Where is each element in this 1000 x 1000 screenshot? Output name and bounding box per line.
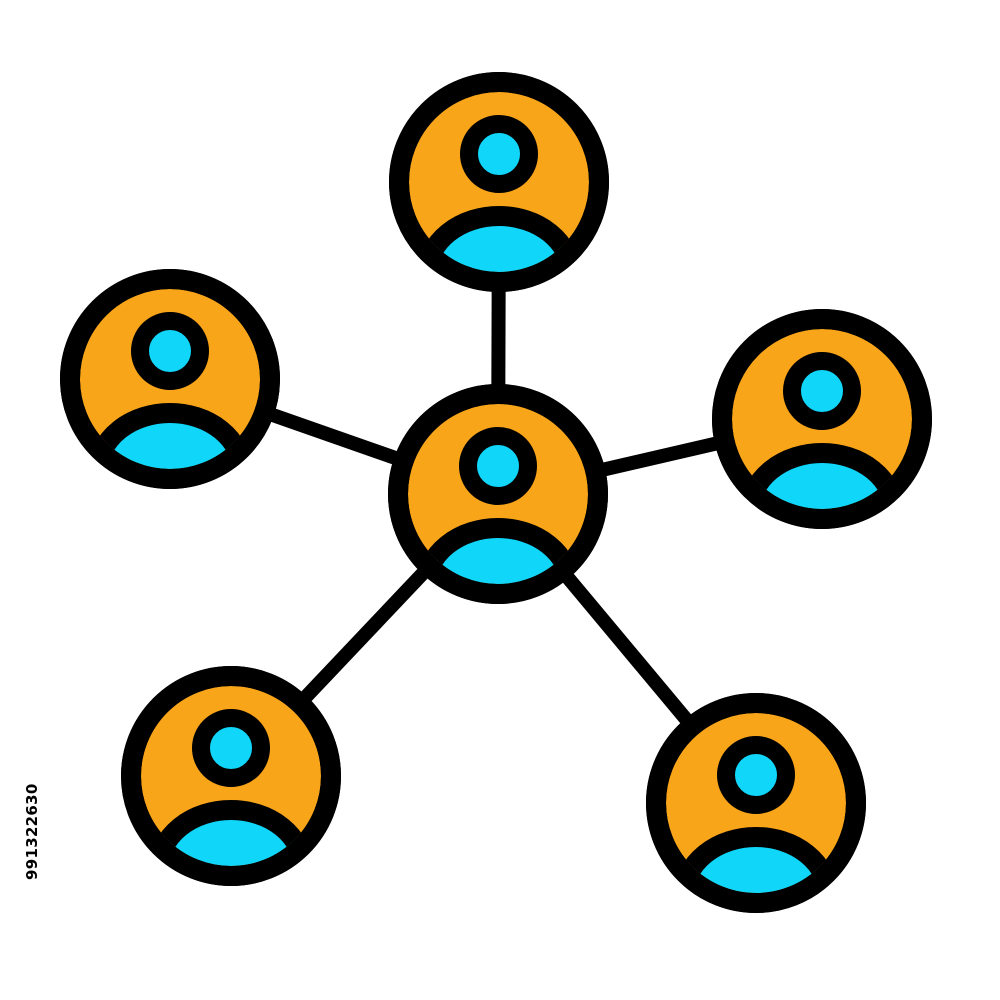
person-body-icon [740,443,904,509]
person-head-icon [131,312,209,390]
user-node-top [389,72,609,292]
user-node-bottom-left [121,666,341,886]
user-nodes [60,72,932,913]
avatar-ring [389,72,609,292]
user-node-center [388,384,608,604]
person-body-icon [417,206,581,272]
avatar-ring [60,269,280,489]
person-head-icon [717,736,795,814]
user-node-right [712,309,932,529]
stock-id-watermark: 991322630 [23,783,41,880]
person-head-icon [459,427,537,505]
person-body-icon [674,827,838,893]
person-body-icon [416,518,580,584]
person-head-icon [460,115,538,193]
user-node-bottom-right [646,693,866,913]
user-node-left [60,269,280,489]
avatar-ring [388,384,608,604]
person-body-icon [149,800,313,866]
avatar-ring [712,309,932,529]
avatar-ring [121,666,341,886]
person-head-icon [192,709,270,787]
avatar-ring [646,693,866,913]
person-head-icon [783,352,861,430]
person-body-icon [88,403,252,469]
